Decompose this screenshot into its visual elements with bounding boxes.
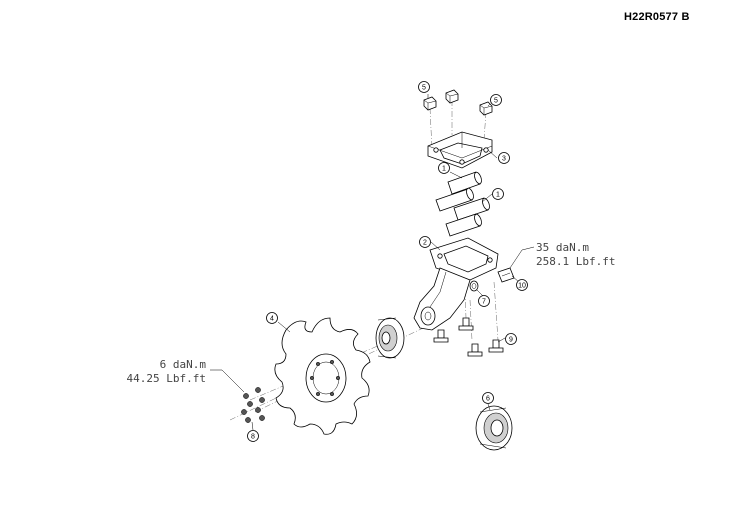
balloon-1-upper: 1 [438,162,450,174]
upper-clamp-plate [427,131,493,169]
nut-5-right [479,101,493,116]
lower-bracket-arm [413,237,499,331]
svg-text:5: 5 [422,85,426,92]
item-balloons: 5 5 3 1 1 2 10 7 [247,81,528,442]
svg-text:7: 7 [482,299,486,306]
bolt-9-b [433,329,449,343]
balloon-4: 4 [266,312,278,324]
svg-text:6: 6 [486,396,490,403]
svg-text:1: 1 [496,192,500,199]
svg-text:2: 2 [423,240,427,247]
torque-lower-line1: 6 daN.m [160,358,207,371]
balloon-9: 9 [505,333,517,345]
disc-bolts-8 [241,387,265,423]
svg-text:10: 10 [518,283,526,290]
hub-bearing [375,317,405,359]
balloon-10: 10 [516,279,528,291]
torque-upper-line2: 258.1 Lbf.ft [536,255,615,268]
bolt-9-d [488,339,504,353]
drawing-reference-code: H22R0577 B [624,11,690,23]
balloon-3: 3 [498,152,510,164]
balloon-5-left: 5 [418,81,430,93]
svg-text:9: 9 [509,337,513,344]
svg-text:5: 5 [494,98,498,105]
pin-1-d [445,213,482,237]
notched-disc-4 [274,317,371,435]
leader-lines [210,94,535,431]
nut-5-left [423,96,437,111]
svg-text:1: 1 [442,166,446,173]
svg-text:3: 3 [502,156,506,163]
balloon-6: 6 [482,392,494,404]
balloon-7: 7 [478,295,490,307]
torque-callout-lower: 6 daN.m 44.25 Lbf.ft [127,358,207,385]
pin-1-b [435,187,474,212]
torque-lower-line2: 44.25 Lbf.ft [127,372,206,385]
balloon-2: 2 [419,236,431,248]
balloon-5-right: 5 [490,94,502,106]
pin-1-c [453,197,490,221]
torque-callout-upper: 35 daN.m 258.1 Lbf.ft [536,241,615,268]
pin-1-a [447,171,482,195]
balloon-1-lower: 1 [492,188,504,200]
svg-text:8: 8 [251,434,255,441]
bolt-10 [497,267,515,283]
nut-5-middle [445,89,459,104]
washer-7 [469,280,479,292]
torque-upper-line1: 35 daN.m [536,241,589,254]
bolt-9-c [467,343,483,357]
bolt-9-a [458,317,474,331]
spare-hub-6 [475,405,513,451]
balloon-8: 8 [247,430,259,442]
svg-text:4: 4 [270,316,274,323]
